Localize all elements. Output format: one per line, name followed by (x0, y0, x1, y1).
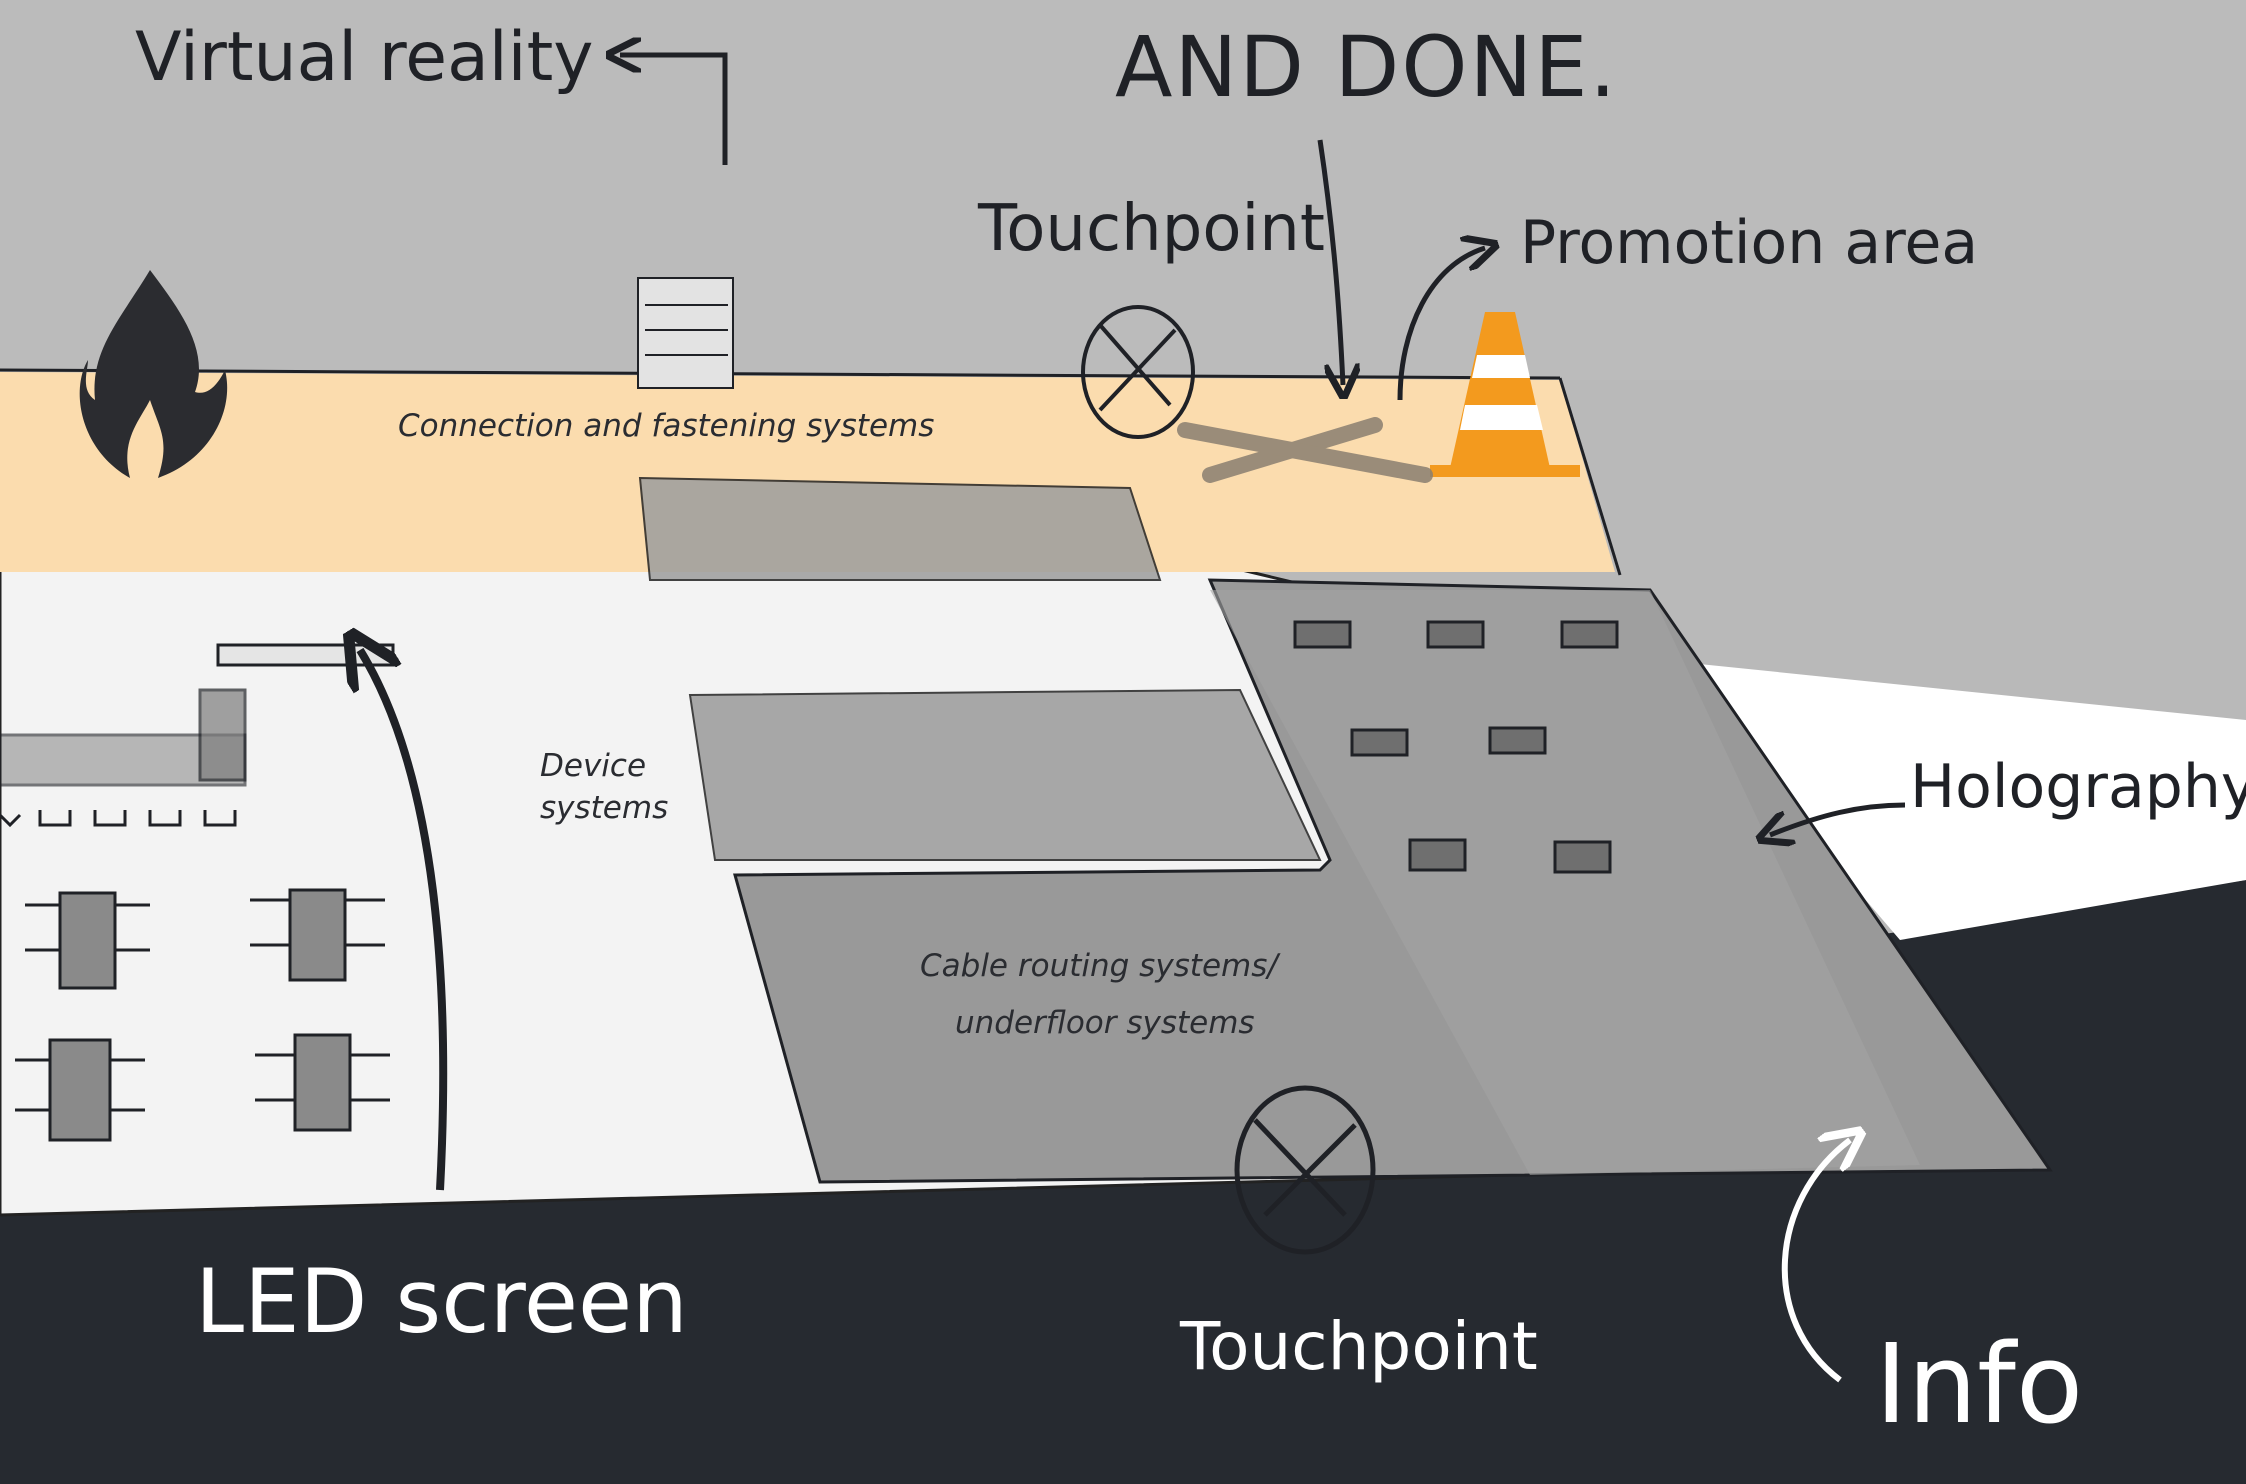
connection-fastening-label: Connection and fastening systems (398, 408, 935, 444)
floor-edge-strip (1660, 660, 2246, 940)
holography-arrow (1770, 802, 1906, 835)
cable-routing-label-line1: Cable routing systems/ (920, 948, 1278, 984)
and-done-label: AND DONE. (1115, 18, 1619, 116)
holography-squares (1293, 620, 1619, 874)
promotion-arrow (1397, 248, 1485, 401)
floor-x-mark (1177, 417, 1433, 483)
touchpoint-bottom-label: Touchpoint (1180, 1308, 1538, 1385)
and-done-arrow (1317, 139, 1343, 385)
booth-block-middle (688, 688, 1322, 861)
info-label: Info (1875, 1320, 2084, 1448)
led-screen-label: LED screen (195, 1250, 688, 1353)
device-systems-label-line2: systems (540, 790, 669, 826)
led-screen-arrow (360, 650, 448, 1191)
touchpoint-top-label: Touchpoint (978, 192, 1325, 266)
virtual-reality-label: Virtual reality (135, 18, 594, 97)
booth-block-top (638, 476, 1162, 581)
fire-icon (79, 270, 228, 478)
device-systems-label-line1: Device (540, 748, 647, 784)
vr-booth (637, 277, 734, 389)
vr-arrow (620, 55, 728, 165)
promotion-area-label: Promotion area (1520, 208, 1979, 278)
traffic-cone-icon (1430, 312, 1580, 477)
cable-routing-label-line2: underfloor systems (955, 1005, 1255, 1041)
info-arrow (1781, 1140, 1850, 1383)
touchpoint-marker-top (1081, 305, 1195, 439)
device-furniture (0, 643, 395, 1142)
touchpoint-marker-bottom (1234, 1085, 1376, 1255)
holography-label: Holography (1910, 752, 2246, 822)
connection-fastening-zone (0, 372, 1615, 572)
